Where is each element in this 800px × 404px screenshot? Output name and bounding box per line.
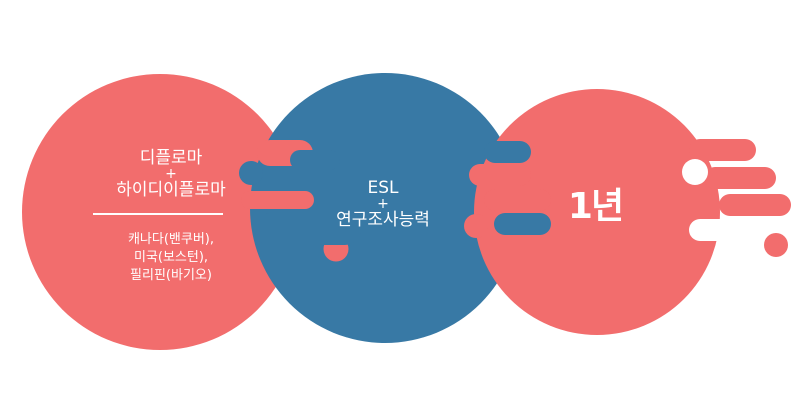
circle-diploma bbox=[22, 74, 298, 350]
circle-esl bbox=[250, 73, 520, 343]
diploma-plus: + bbox=[165, 166, 177, 182]
one-year-label: 1년 bbox=[567, 186, 624, 227]
right-coral-streaks bbox=[469, 164, 551, 211]
diploma-title: 디플로마 + 하이디이플로마 bbox=[86, 148, 256, 200]
diploma-locations: 캐나다(밴쿠버), 미국(보스턴), 필리핀(바기오) bbox=[86, 231, 256, 285]
esl-line2: 연구조사능력 bbox=[336, 210, 430, 230]
esl-title: ESL + 연구조사능력 bbox=[318, 178, 448, 230]
tail-streaks bbox=[682, 139, 791, 257]
location-philippines: 필리핀(바기오) bbox=[130, 268, 212, 283]
diploma-title-line2: 하이디이플로마 bbox=[116, 180, 226, 200]
esl-plus: + bbox=[377, 196, 389, 212]
esl-line1: ESL bbox=[367, 178, 399, 198]
blue-speed-streaks bbox=[239, 150, 361, 245]
location-usa: 미국(보스턴), bbox=[133, 250, 209, 265]
location-canada: 캐나다(밴쿠버), bbox=[127, 232, 215, 247]
circle-one-year bbox=[474, 89, 720, 335]
diploma-title-line1: 디플로마 bbox=[139, 148, 203, 168]
diploma-divider bbox=[93, 213, 223, 215]
right-blue-streaks bbox=[464, 141, 551, 238]
